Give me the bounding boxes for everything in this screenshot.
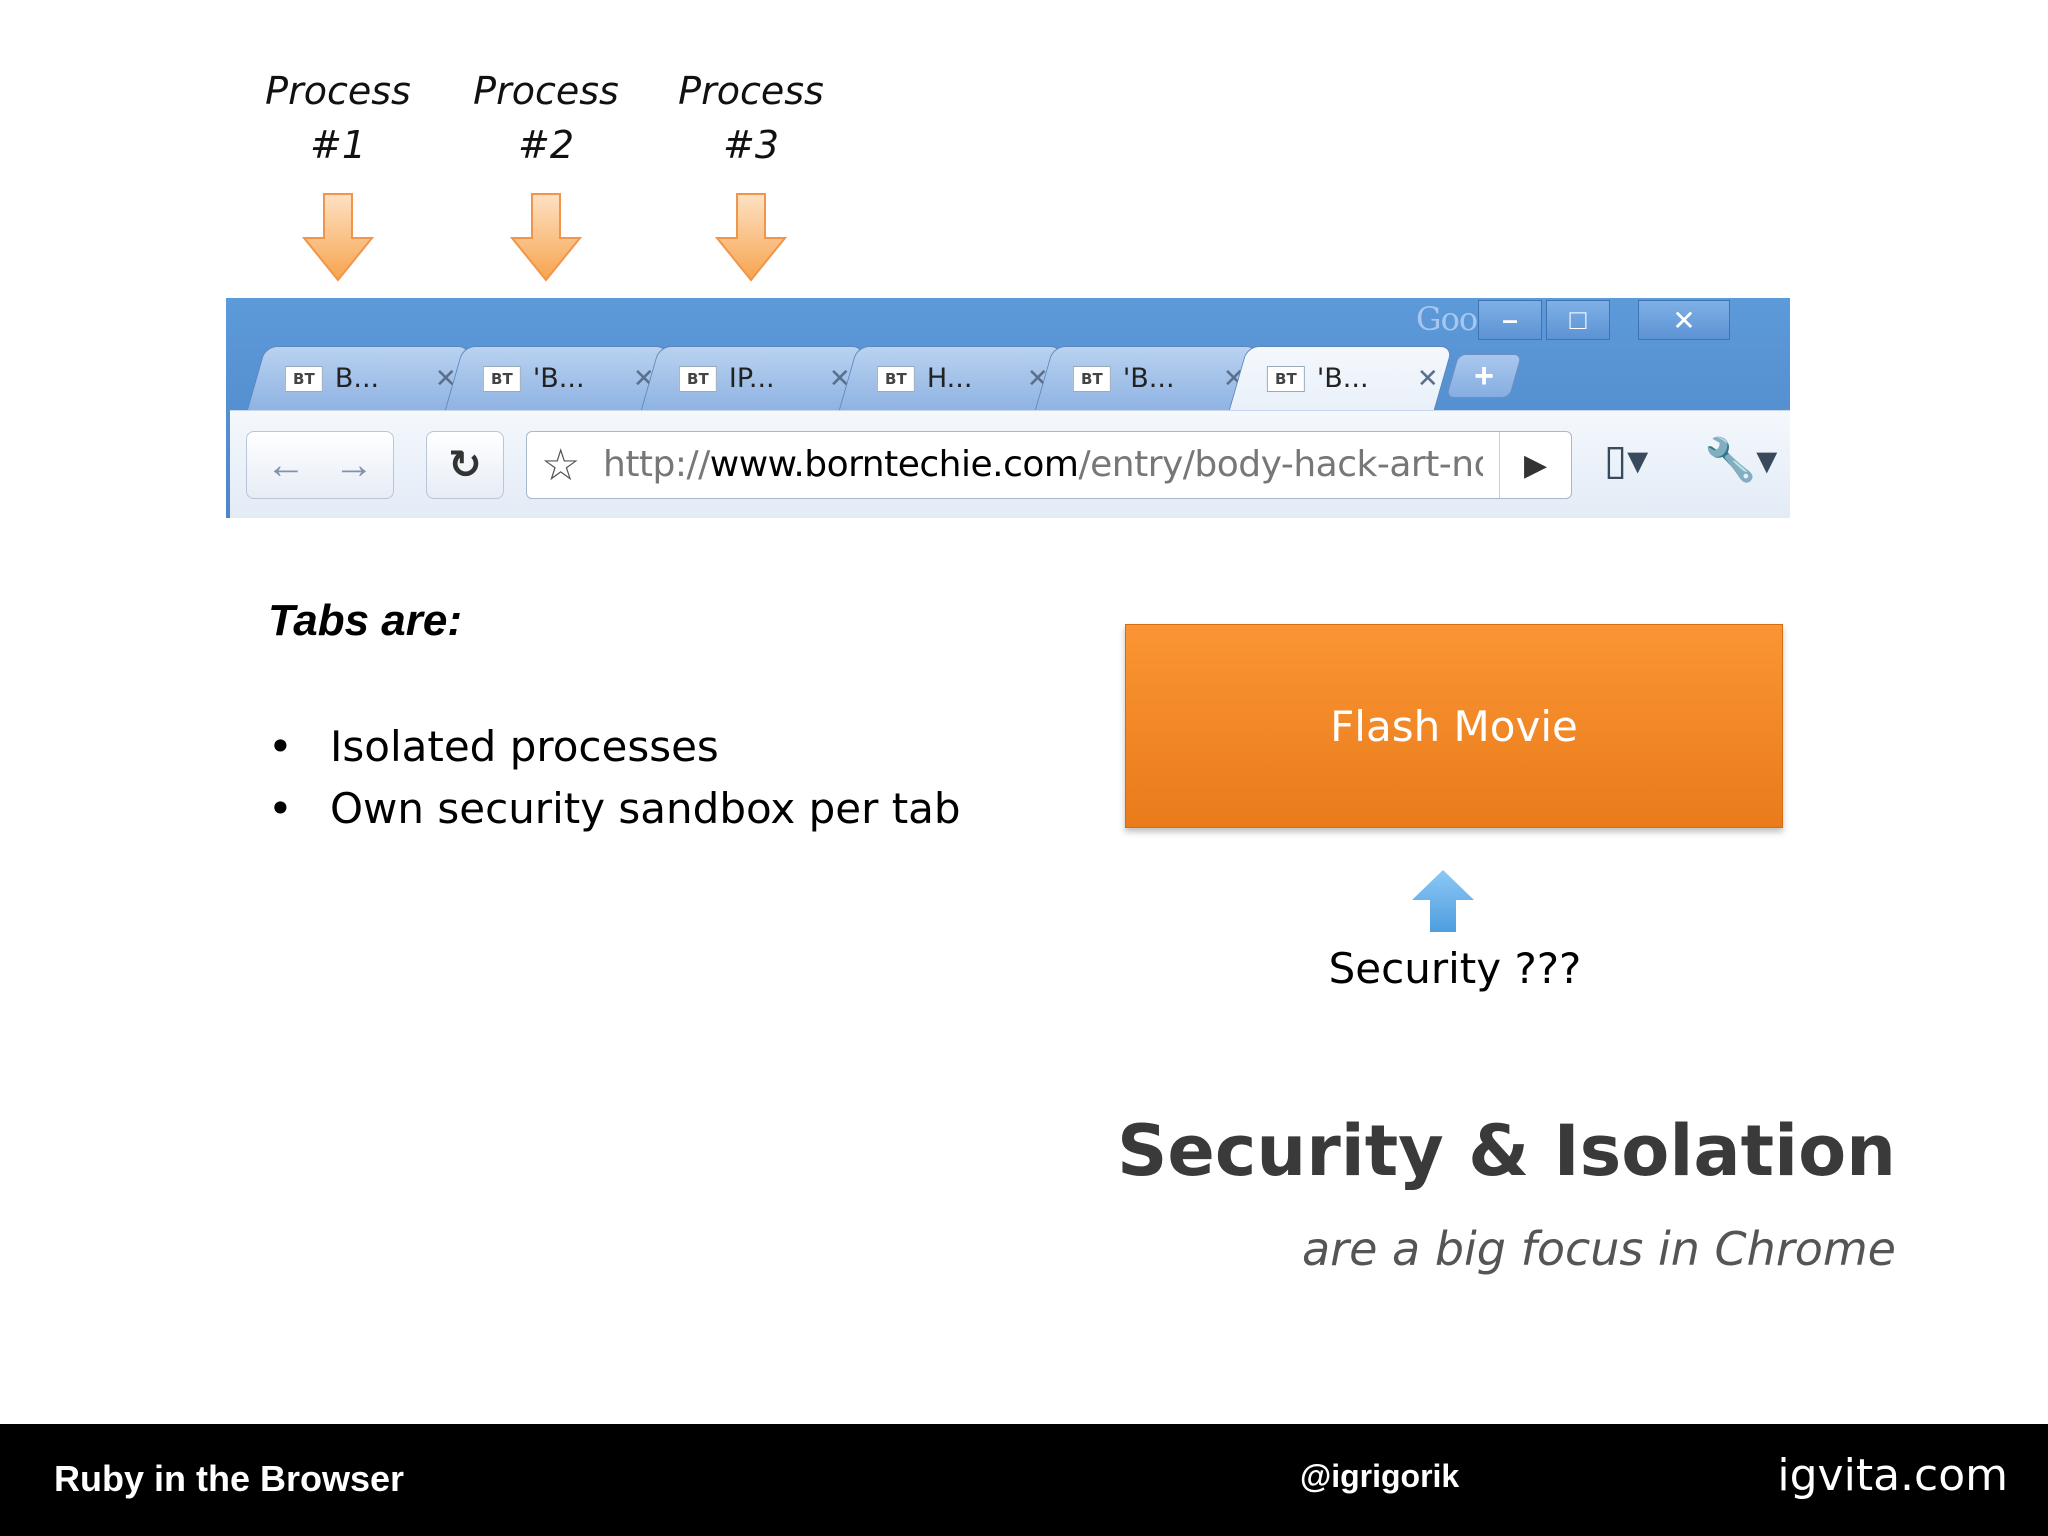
- process-1-label: Process #1: [238, 64, 438, 172]
- list-item: •Isolated processes: [268, 716, 961, 778]
- process-3-title: Process: [678, 69, 824, 113]
- process-1-title: Process: [265, 69, 411, 113]
- url-scheme: http://: [603, 444, 710, 485]
- browser-tab[interactable]: BT 'B... ✕: [1034, 346, 1260, 410]
- slide-title: Security & Isolation: [1116, 1110, 1896, 1192]
- url-text[interactable]: http://www.borntechie.com/entry/body-hac…: [603, 444, 1483, 485]
- url-path: /entry/body-hack-art-not-f: [1078, 444, 1483, 485]
- tab-title: H...: [926, 363, 973, 394]
- reload-button[interactable]: ↻: [426, 431, 504, 499]
- process-2-number: #2: [517, 123, 575, 167]
- favicon-icon: BT: [678, 365, 717, 392]
- close-window-button[interactable]: ✕: [1638, 300, 1730, 340]
- tab-title: 'B...: [1316, 363, 1369, 394]
- page-menu-icon[interactable]: ▯▾: [1604, 436, 1649, 483]
- new-tab-button[interactable]: +: [1445, 354, 1523, 398]
- process-3-label: Process #3: [651, 64, 851, 172]
- favicon-icon: BT: [876, 365, 915, 392]
- process-1-number: #1: [309, 123, 367, 167]
- star-icon[interactable]: ☆: [541, 441, 581, 490]
- browser-tab[interactable]: BT B... ✕: [246, 346, 472, 410]
- process-3-number: #3: [722, 123, 780, 167]
- security-question: Security ???: [1328, 944, 1582, 993]
- url-host: www.borntechie.com: [709, 444, 1079, 485]
- address-bar[interactable]: ☆ http://www.borntechie.com/entry/body-h…: [526, 431, 1572, 499]
- wrench-menu-icon[interactable]: 🔧▾: [1704, 436, 1778, 483]
- play-icon: ▶: [1523, 448, 1548, 482]
- minimize-button[interactable]: –: [1478, 300, 1542, 340]
- tab-title: B...: [334, 363, 380, 394]
- back-icon[interactable]: ←: [266, 442, 306, 487]
- back-forward-buttons[interactable]: ← →: [246, 431, 394, 499]
- tab-title: 'B...: [1122, 363, 1175, 394]
- slide-subtitle: are a big focus in Chrome: [1301, 1222, 1896, 1276]
- close-icon[interactable]: ✕: [1416, 363, 1439, 393]
- maximize-button[interactable]: □: [1546, 300, 1610, 340]
- process-2-title: Process: [473, 69, 619, 113]
- favicon-icon: BT: [1072, 365, 1111, 392]
- footer-bar: Ruby in the Browser @igrigorik igvita.co…: [0, 1424, 2048, 1536]
- browser-tab[interactable]: BT IP... ✕: [640, 346, 866, 410]
- browser-tab-active[interactable]: BT 'B... ✕: [1228, 346, 1454, 410]
- browser-window: Google – □ ✕ BT B... ✕ BT 'B... ✕ BT IP.…: [226, 298, 1790, 518]
- favicon-icon: BT: [1266, 365, 1305, 392]
- bullet-text: Own security sandbox per tab: [330, 784, 961, 833]
- reload-icon: ↻: [448, 443, 482, 487]
- tabs-heading: Tabs are:: [268, 596, 463, 645]
- bullet-text: Isolated processes: [330, 722, 719, 771]
- favicon-icon: BT: [482, 365, 521, 392]
- tab-title: 'B...: [532, 363, 585, 394]
- arrow-up-icon: [1412, 870, 1474, 932]
- go-button[interactable]: ▶: [1499, 432, 1571, 498]
- arrow-down-icon: [510, 193, 582, 282]
- list-item: •Own security sandbox per tab: [268, 778, 961, 840]
- tabs-bullet-list: •Isolated processes •Own security sandbo…: [268, 716, 961, 840]
- plus-icon: +: [1474, 357, 1494, 395]
- footer-talk-title: Ruby in the Browser: [54, 1458, 405, 1499]
- favicon-icon: BT: [284, 365, 323, 392]
- process-2-label: Process #2: [446, 64, 646, 172]
- footer-handle: @igrigorik: [1300, 1458, 1460, 1494]
- browser-tab[interactable]: BT 'B... ✕: [444, 346, 670, 410]
- browser-toolbar: ← → ↻ ☆ http://www.borntechie.com/entry/…: [230, 410, 1790, 518]
- forward-icon[interactable]: →: [334, 442, 374, 487]
- arrow-down-icon: [302, 193, 374, 282]
- tab-title: IP...: [728, 363, 775, 394]
- arrow-down-icon: [715, 193, 787, 282]
- browser-tab[interactable]: BT H... ✕: [838, 346, 1064, 410]
- footer-site: igvita.com: [1777, 1450, 2008, 1501]
- flash-movie-box: Flash Movie: [1125, 624, 1783, 828]
